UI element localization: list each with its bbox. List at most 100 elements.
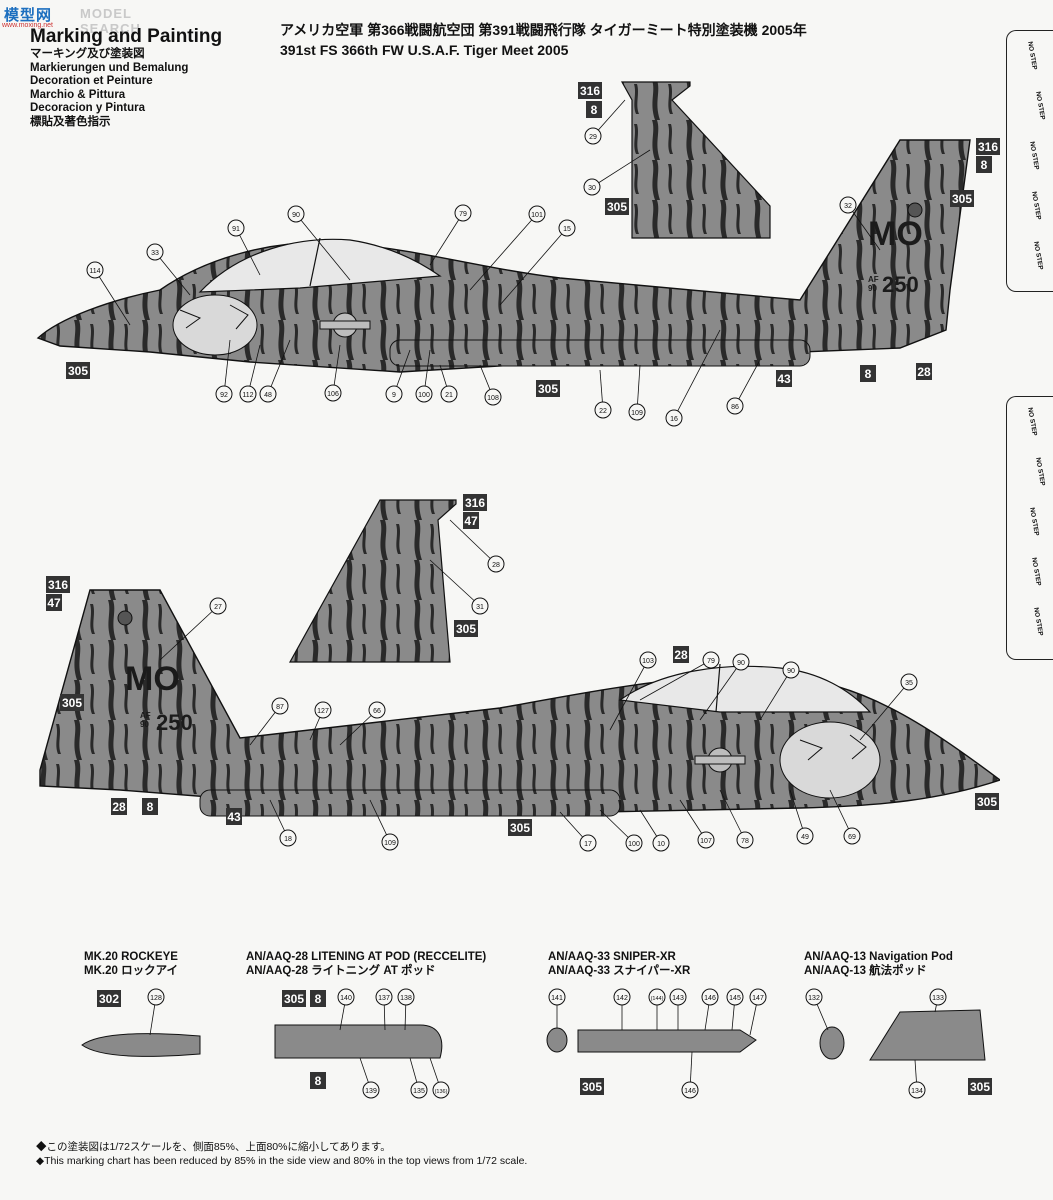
no-step-label: NO STEP <box>1028 507 1040 537</box>
decal-number-circle: 91 <box>227 219 261 276</box>
svg-text:106: 106 <box>327 391 339 398</box>
svg-text:127: 127 <box>317 708 329 715</box>
svg-text:33: 33 <box>151 250 159 257</box>
svg-text:43: 43 <box>777 372 791 386</box>
decal-number-circle: 79 <box>639 651 720 701</box>
decal-number-circle: 112 <box>239 344 261 403</box>
svg-text:137: 137 <box>378 995 390 1002</box>
svg-text:141: 141 <box>551 995 563 1002</box>
svg-text:(136): (136) <box>435 1089 448 1095</box>
decal-number-circle: 69 <box>829 789 861 845</box>
svg-text:302: 302 <box>99 992 119 1006</box>
color-code-box: 8 <box>586 101 602 118</box>
svg-text:8: 8 <box>315 992 322 1006</box>
svg-text:79: 79 <box>459 211 467 218</box>
decal-number-circle: 146 <box>681 1051 699 1099</box>
svg-text:142: 142 <box>616 995 628 1002</box>
decal-number-circle: 92 <box>215 339 233 403</box>
decal-number-circle: 127 <box>309 701 332 741</box>
svg-text:100: 100 <box>418 392 430 399</box>
svg-text:8: 8 <box>315 1074 322 1088</box>
header-jp: マーキング及び塗装図 <box>30 48 145 60</box>
decal-number-circle: 10 <box>639 809 670 852</box>
header-block: Marking and Painting マーキング及び塗装図 Markieru… <box>30 26 222 129</box>
decal-number-circle: 31 <box>429 559 489 615</box>
svg-text:69: 69 <box>848 834 856 841</box>
decal-number-circle: 28 <box>449 519 505 573</box>
watermark-logo: 模型网 <box>4 7 53 24</box>
color-code-box: 305 <box>66 362 90 379</box>
color-code-box: 305 <box>950 190 974 207</box>
svg-text:28: 28 <box>492 562 500 569</box>
color-code-box: 8 <box>310 1072 326 1089</box>
decal-number-circle: 78 <box>719 789 754 849</box>
svg-text:128: 128 <box>150 995 162 1002</box>
footnote-jp: ◆この塗装図は1/72スケールを、側面85%、上面80%に縮小してあります。 <box>36 1141 391 1153</box>
svg-text:316: 316 <box>48 578 68 592</box>
color-code-box: 8 <box>142 798 158 815</box>
decal-number-circle: 140 <box>337 988 355 1031</box>
color-code-box: 305 <box>508 819 532 836</box>
decal-number-circle: 147 <box>749 988 767 1036</box>
side-view-right: MO AF 90 250 <box>39 499 1000 817</box>
color-code-box: 8 <box>976 156 992 173</box>
svg-text:27: 27 <box>214 604 222 611</box>
svg-text:100: 100 <box>628 841 640 848</box>
no-step-label: NO STEP <box>1026 407 1038 437</box>
svg-text:15: 15 <box>563 226 571 233</box>
svg-text:145: 145 <box>729 995 741 1002</box>
svg-text:90: 90 <box>292 212 300 219</box>
color-code-box: 305 <box>454 620 478 637</box>
svg-text:305: 305 <box>607 200 627 214</box>
svg-text:147: 147 <box>752 995 764 1002</box>
decal-number-circle: 90 <box>699 653 750 721</box>
svg-text:47: 47 <box>47 596 61 610</box>
svg-text:18: 18 <box>284 836 292 843</box>
tiger-face-bottom <box>779 721 881 799</box>
svg-text:91: 91 <box>232 226 240 233</box>
color-code-box: 305 <box>282 990 306 1007</box>
tail-code-top: MO <box>868 215 923 253</box>
decal-number-circle: 133 <box>929 988 947 1013</box>
decal-number-circle: 29 <box>584 99 626 145</box>
title-en: 391st FS 366th FW U.S.A.F. Tiger Meet 20… <box>280 42 569 58</box>
decal-number-circle: 100 <box>599 809 643 852</box>
pod-jp: MK.20 ロックアイ <box>84 965 178 977</box>
decal-number-circle: 30 <box>583 149 651 196</box>
svg-text:316: 316 <box>580 84 600 98</box>
watermark: 模型网 MODEL SEARCH www.moxing.net <box>0 0 160 36</box>
watermark-url: www.moxing.net <box>2 22 53 29</box>
conformal-tank-top <box>389 339 811 367</box>
svg-text:143: 143 <box>672 995 684 1002</box>
chart-title: アメリカ空軍 第366戦闘航空団 第391戦闘飛行隊 タイガーミート特別塗装機 … <box>280 20 807 60</box>
svg-text:21: 21 <box>445 392 453 399</box>
decal-number-circle: 109 <box>628 364 646 421</box>
svg-text:305: 305 <box>952 192 972 206</box>
color-code-box: 43 <box>226 808 242 825</box>
decal-number-circle: 15 <box>499 219 576 306</box>
color-code-box: 305 <box>536 380 560 397</box>
decal-number-circle: 138 <box>397 988 415 1031</box>
svg-text:139: 139 <box>365 1088 377 1095</box>
pod-jp: AN/AAQ-33 スナイパー-XR <box>548 965 691 977</box>
svg-text:140: 140 <box>340 995 352 1002</box>
serial-bottom: 250 <box>156 710 193 735</box>
svg-text:10: 10 <box>657 841 665 848</box>
decal-number-circle: 114 <box>86 261 131 326</box>
svg-text:305: 305 <box>970 1080 990 1094</box>
svg-text:43: 43 <box>227 810 241 824</box>
decal-number-circle: 49 <box>789 789 814 845</box>
pod-title-litening: AN/AAQ-28 LITENING AT POD (RECCELITE) AN… <box>246 950 486 978</box>
decal-number-circle: 22 <box>594 369 612 419</box>
year-label: 90 <box>140 720 149 729</box>
color-code-box: 8 <box>860 365 876 382</box>
decal-number-circle: 107 <box>679 799 715 849</box>
svg-text:8: 8 <box>981 158 988 172</box>
decal-number-circle: (144) <box>648 988 666 1030</box>
pod-en: AN/AAQ-28 LITENING AT POD (RECCELITE) <box>246 951 487 963</box>
svg-text:305: 305 <box>510 821 530 835</box>
no-step-label: NO STEP <box>1030 557 1042 587</box>
decal-number-circle: 137 <box>375 988 393 1031</box>
no-step-label: NO STEP <box>1032 607 1044 637</box>
decal-number-circle: 109 <box>369 799 399 851</box>
